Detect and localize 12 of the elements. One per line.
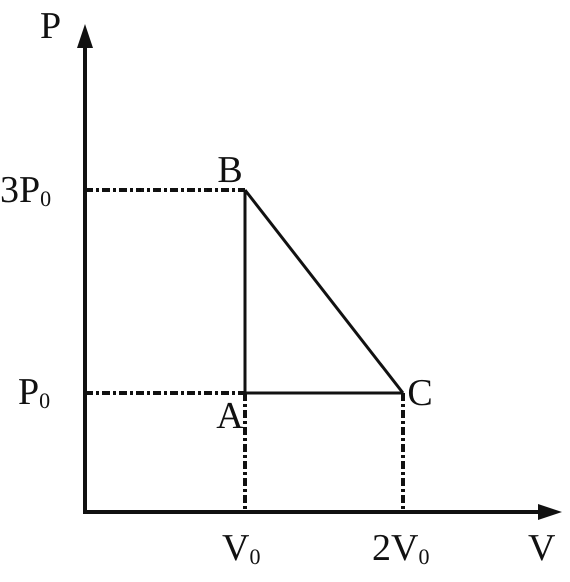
- tick-label: 2V$_{0}$: [372, 528, 430, 571]
- point-label: A: [215, 396, 245, 436]
- axis-label: P: [40, 6, 62, 46]
- tick-label: P$_{0}$: [18, 372, 50, 415]
- process-line: [244, 189, 404, 394]
- process-line: [245, 392, 403, 394]
- point-label: B: [215, 150, 245, 190]
- process-line: [244, 190, 246, 393]
- axis-label: V: [528, 528, 556, 568]
- tick-label: 3P$_{0}$: [0, 170, 52, 213]
- tick-label: V$_{0}$: [222, 528, 260, 571]
- point-label: C: [405, 373, 435, 413]
